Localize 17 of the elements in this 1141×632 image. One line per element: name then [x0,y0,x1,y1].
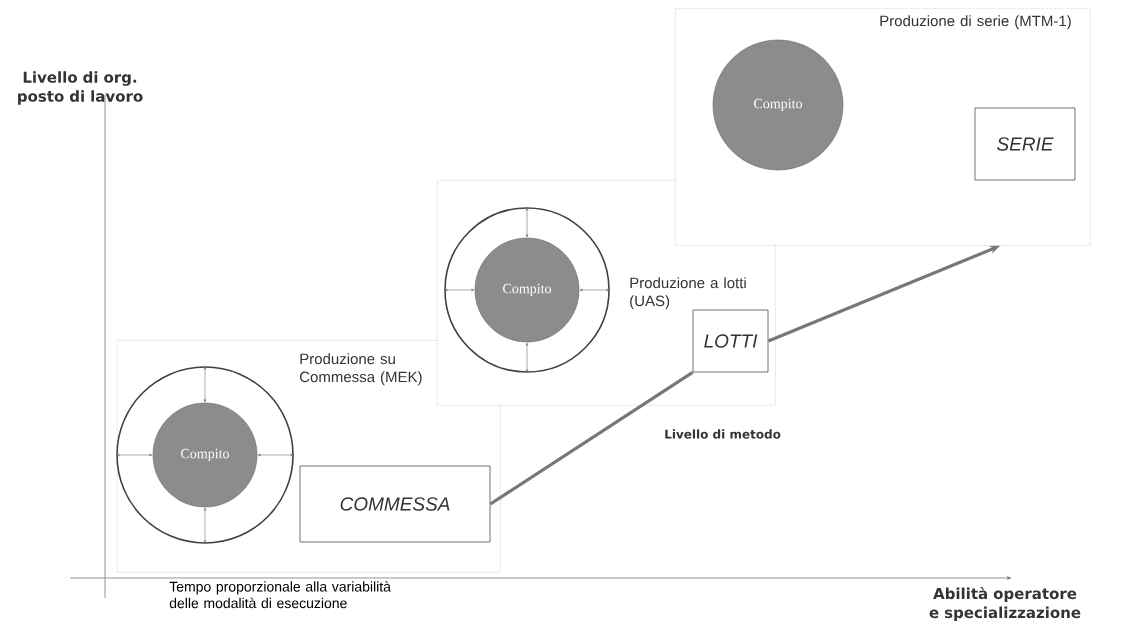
ring [444,207,610,373]
double-arrow [116,453,153,457]
note: Tempo proporzionale alla variabilità delle modalità di esecuzione [169,581,391,609]
double-arrow [203,366,207,403]
axis-label: Livello di org. posto di lavoro [18,71,143,105]
ring [116,366,294,544]
label-box: SERIE [974,107,1076,181]
edge-label: Livello di metodo [662,427,783,441]
double-arrow [444,288,475,292]
double-arrow [579,288,610,292]
axis-label: Abilità operatore e specializzazione [929,586,1081,622]
label-box: COMMESSA [299,465,491,543]
double-arrow [525,207,529,238]
double-arrow [203,507,207,544]
label-box: LOTTI [692,309,769,373]
double-arrow [257,453,294,457]
double-arrow [525,342,529,373]
